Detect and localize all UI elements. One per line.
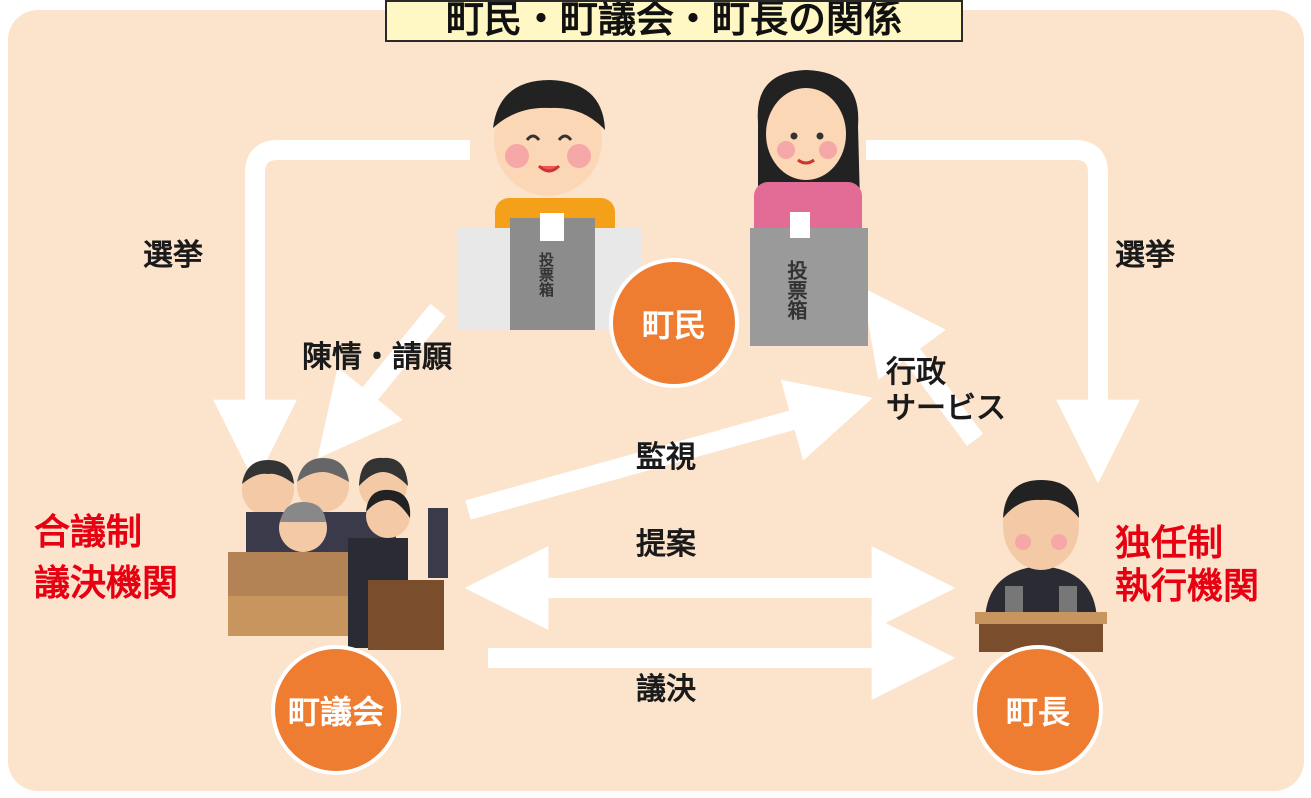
administrative-service-label-line1: 行政	[886, 355, 946, 390]
diagram-title: 町民・町議会・町長の関係	[385, 0, 963, 42]
mayor-role-line2: 執行機関	[1115, 566, 1260, 607]
resolution-label: 議決	[636, 672, 696, 707]
election-left-arrow	[213, 140, 470, 484]
residents-node: 町民	[609, 258, 739, 388]
election-right-arrow	[866, 140, 1140, 484]
mayor-node: 町長	[973, 645, 1103, 775]
council-role-line2: 議決機関	[34, 563, 179, 604]
resident-woman-voting-illustration	[750, 70, 868, 346]
council-node: 町議会	[271, 645, 401, 775]
election-right-label: 選挙	[1115, 238, 1175, 273]
ballot-box-label-right: 投票箱	[784, 260, 808, 320]
administrative-service-label-line2: サービス	[886, 391, 1006, 426]
council-members-illustration	[228, 457, 448, 650]
mayor-illustration	[975, 480, 1107, 652]
petition-label: 陳情・請願	[302, 340, 452, 375]
ballot-box-label-left: 投票箱	[537, 252, 555, 297]
administrative-service-arrow	[862, 287, 984, 446]
petition-arrow	[317, 303, 446, 459]
oversight-arrow	[465, 379, 873, 520]
proposal-label: 提案	[636, 527, 696, 562]
mayor-role-line1: 独任制	[1115, 523, 1224, 564]
election-left-label: 選挙	[143, 238, 203, 273]
oversight-label: 監視	[636, 440, 696, 475]
council-role-line1: 合議制	[34, 512, 143, 553]
